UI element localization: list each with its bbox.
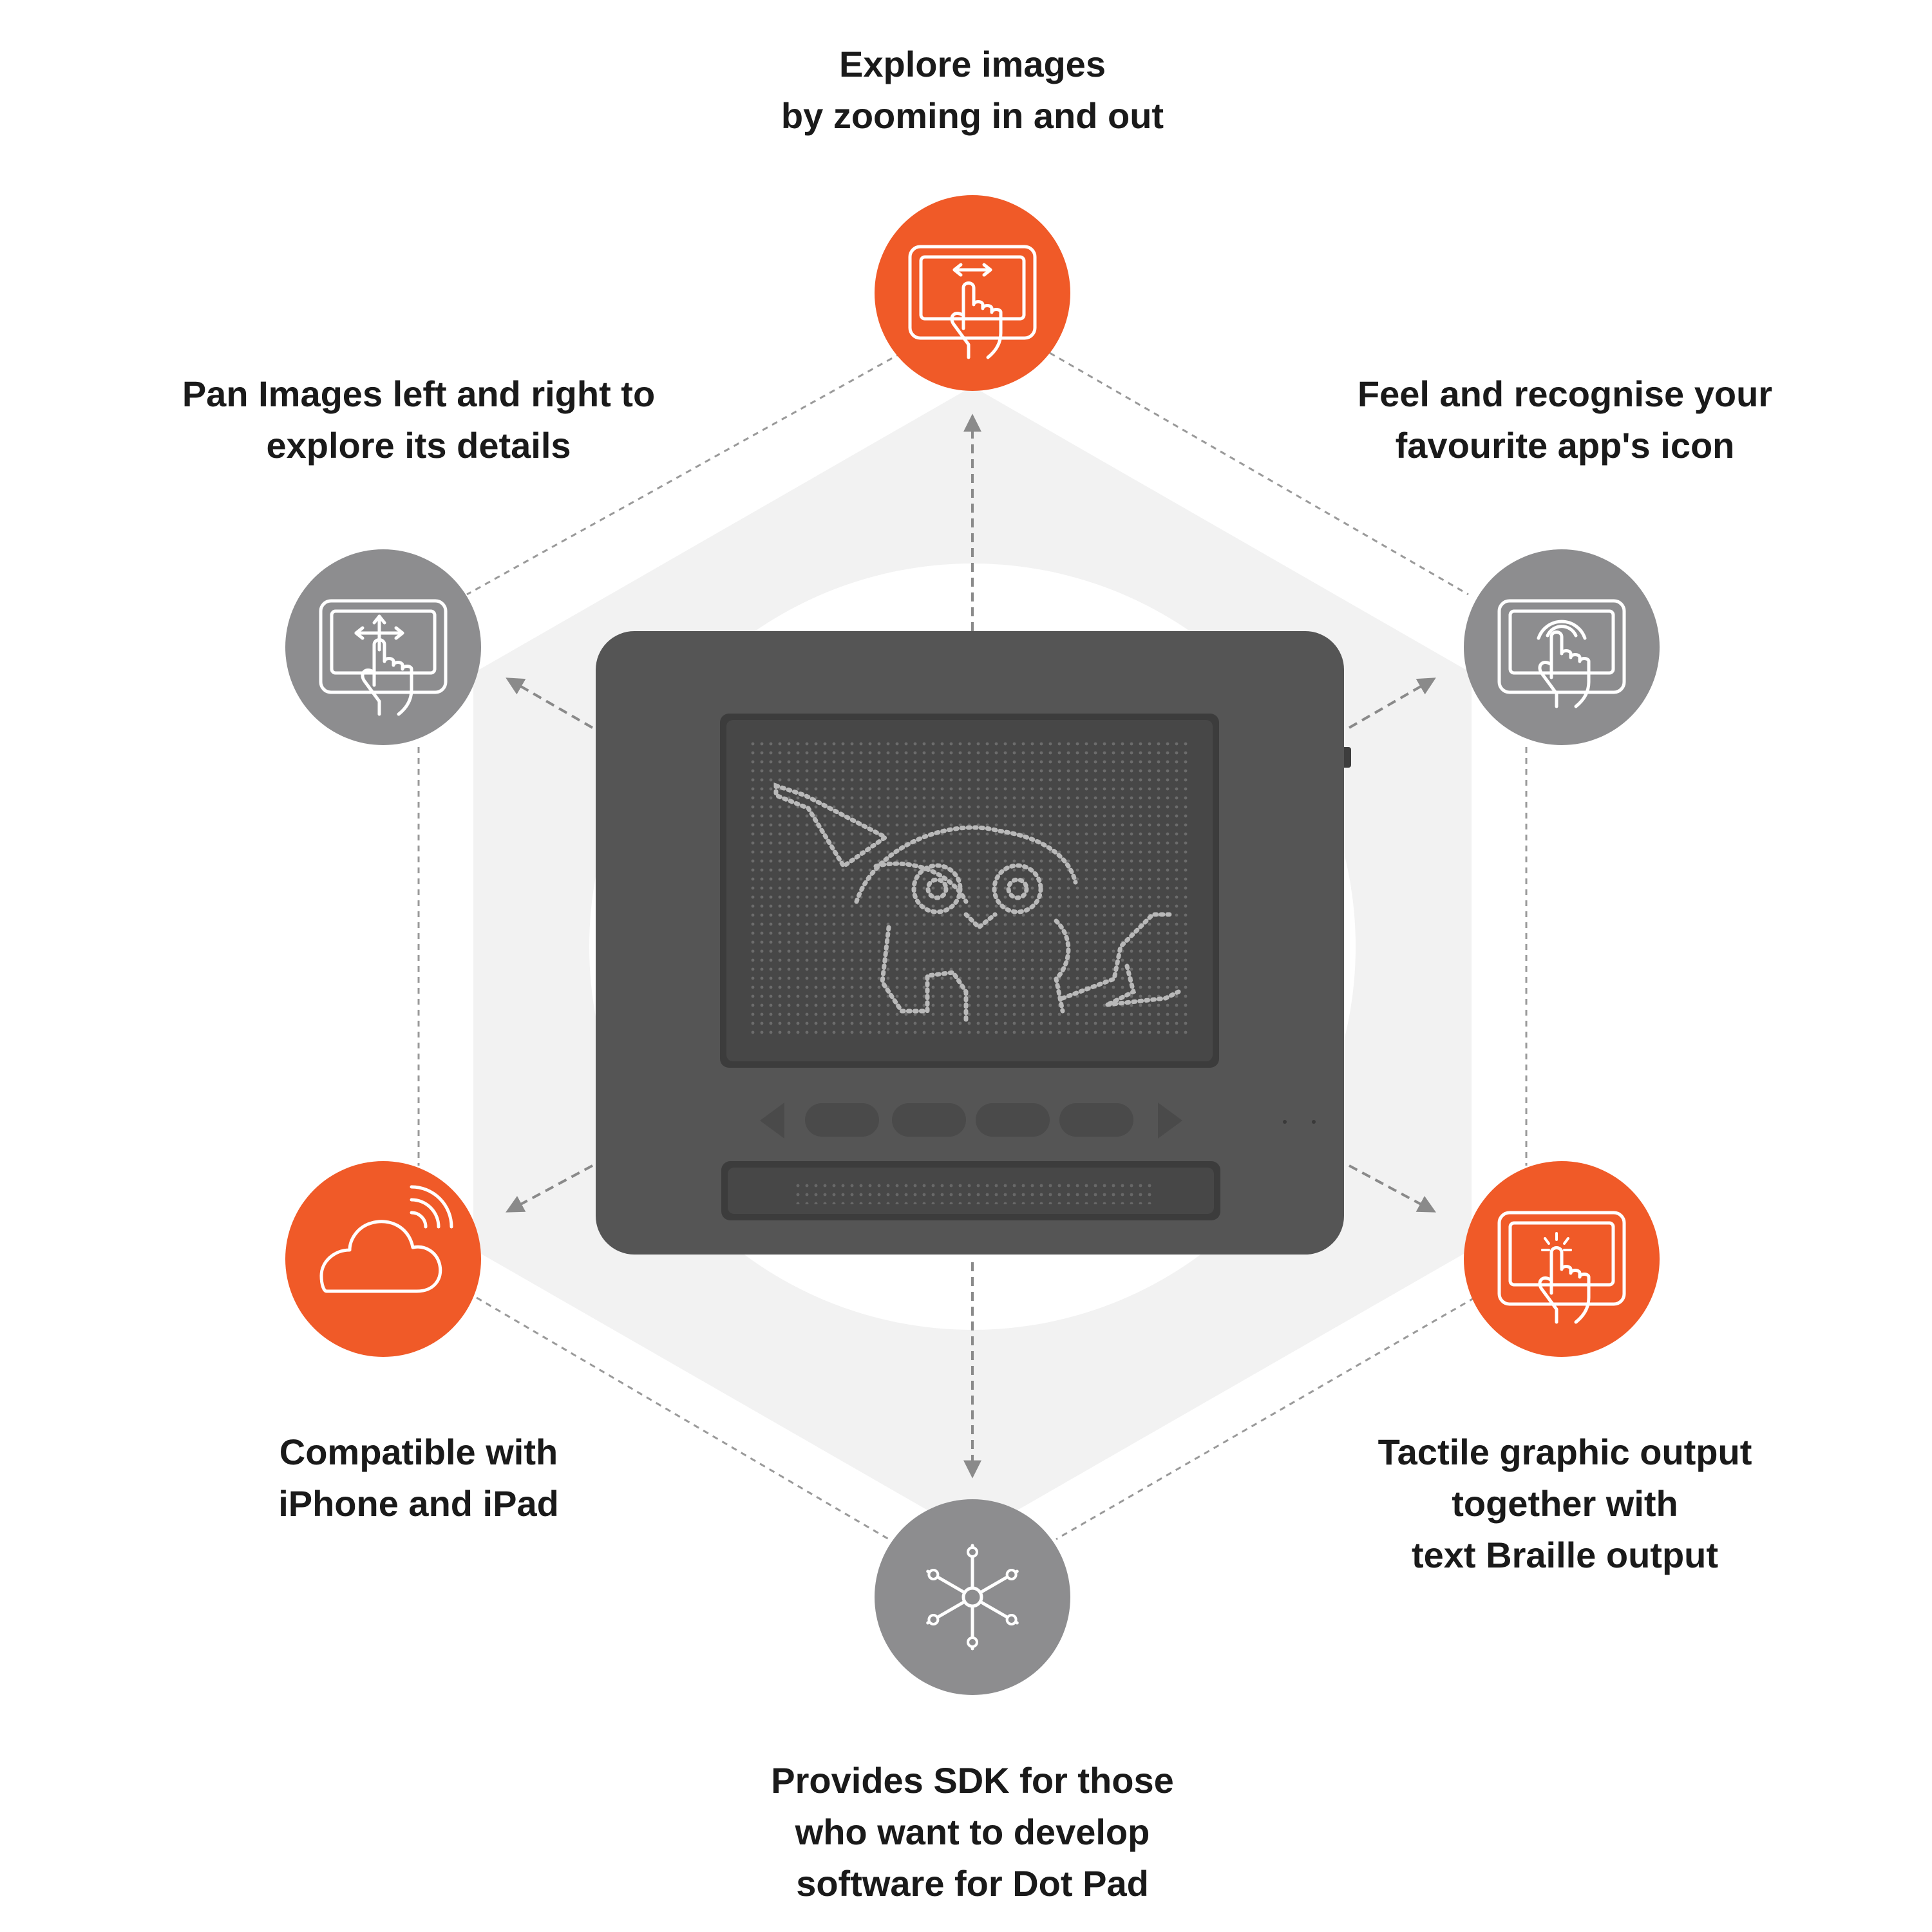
- tactile-image: [773, 782, 1181, 1027]
- device-function-button-3: [976, 1103, 1050, 1137]
- device-function-button-2: [892, 1103, 966, 1137]
- device-right-button: [1158, 1103, 1182, 1139]
- touch-zoom-icon: [908, 245, 1037, 359]
- feature-arrows: [506, 413, 1436, 1479]
- dot-pad-device: [596, 631, 1351, 1255]
- feature-circle-sdk: [875, 1499, 1070, 1695]
- feature-node-sdk: [875, 1499, 1070, 1695]
- tactile-pin-grid: [750, 741, 1188, 1037]
- device-left-button: [760, 1103, 784, 1139]
- feature-circle-compatible: [285, 1161, 481, 1357]
- feature-node-zoom: [875, 195, 1070, 391]
- feature-node-compatible: [285, 1161, 481, 1357]
- braille-cells: [791, 1179, 1151, 1204]
- feature-node-braille: [1464, 1161, 1660, 1357]
- device-function-button-1: [805, 1103, 879, 1137]
- touch-tap-icon: [1497, 599, 1626, 708]
- sdk-network-icon: [926, 1544, 1019, 1651]
- touch-pan-icon: [319, 599, 448, 716]
- connector-lines: [417, 352, 1528, 1540]
- feature-node-app-icon: [1464, 549, 1660, 745]
- cloud-wireless-icon: [319, 1185, 453, 1293]
- device-function-button-4: [1059, 1103, 1133, 1137]
- feature-node-pan: [285, 549, 481, 745]
- touch-braille-icon: [1497, 1211, 1626, 1324]
